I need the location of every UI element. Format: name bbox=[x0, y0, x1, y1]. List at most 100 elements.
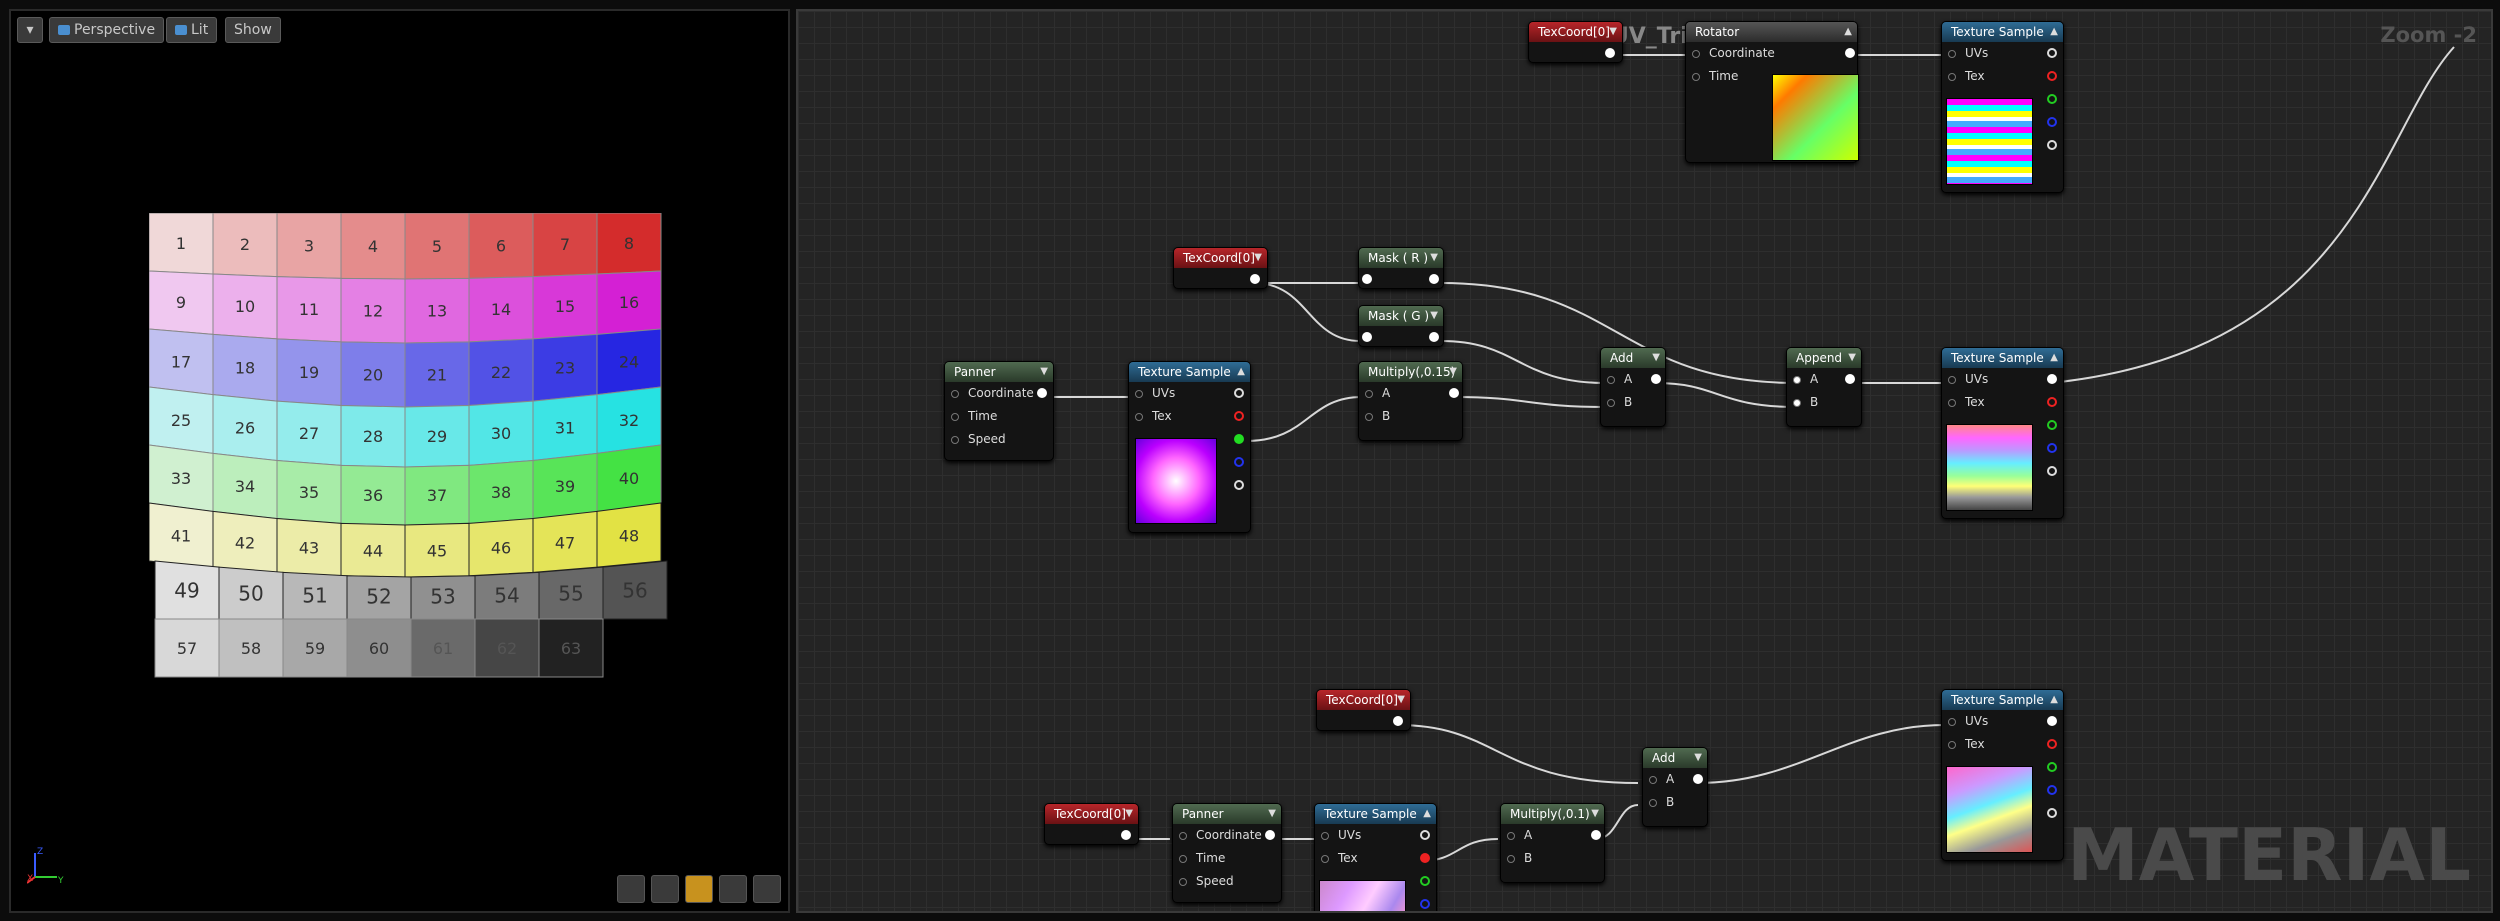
output-g-pin[interactable] bbox=[1420, 876, 1430, 886]
input-pin[interactable] bbox=[1362, 332, 1372, 342]
node-texcoord-a[interactable]: TexCoord[0]▼ bbox=[1173, 247, 1268, 289]
output-pin[interactable] bbox=[1037, 388, 1047, 398]
pin-b[interactable]: B bbox=[1607, 395, 1632, 409]
pin-coordinate[interactable]: Coordinate bbox=[1692, 46, 1775, 60]
output-r-pin[interactable] bbox=[2047, 71, 2057, 81]
node-texcoord-c[interactable]: TexCoord[0]▼ bbox=[1044, 803, 1139, 845]
output-rgb-pin[interactable] bbox=[1234, 388, 1244, 398]
show-button[interactable]: Show bbox=[225, 17, 281, 43]
node-panner[interactable]: Panner▼ Coordinate Time Speed bbox=[944, 361, 1054, 461]
pin-b[interactable]: B bbox=[1649, 795, 1674, 809]
output-pin[interactable] bbox=[1449, 388, 1459, 398]
node-texture-sample-top[interactable]: Texture Sample▲ UVs Tex bbox=[1941, 21, 2064, 193]
pin-time[interactable]: Time bbox=[1179, 851, 1225, 865]
output-g-pin[interactable] bbox=[2047, 94, 2057, 104]
output-r-pin[interactable] bbox=[1420, 853, 1430, 863]
output-a-pin[interactable] bbox=[2047, 140, 2057, 150]
node-mask-r[interactable]: Mask ( R )▼ bbox=[1358, 247, 1444, 289]
output-g-pin[interactable] bbox=[2047, 420, 2057, 430]
pin-uvs[interactable]: UVs bbox=[1948, 372, 1988, 386]
pin-a[interactable]: A bbox=[1649, 772, 1674, 786]
output-r-pin[interactable] bbox=[1234, 411, 1244, 421]
viewport-menu-button[interactable]: ▾ bbox=[17, 17, 43, 43]
grid-cell-label: 47 bbox=[555, 533, 575, 552]
output-b-pin[interactable] bbox=[1234, 457, 1244, 467]
output-pin[interactable] bbox=[1591, 830, 1601, 840]
pin-coordinate[interactable]: Coordinate bbox=[1179, 828, 1262, 842]
output-pin[interactable] bbox=[1693, 774, 1703, 784]
node-multiply-01[interactable]: Multiply(,0.1)▼ A B bbox=[1500, 803, 1605, 883]
pin-a[interactable]: A bbox=[1507, 828, 1532, 842]
output-rgb-pin[interactable] bbox=[1420, 830, 1430, 840]
node-rotator[interactable]: Rotator▲ Coordinate Time bbox=[1685, 21, 1859, 163]
output-pin[interactable] bbox=[1265, 830, 1275, 840]
output-b-pin[interactable] bbox=[2047, 443, 2057, 453]
node-multiply-015[interactable]: Multiply(,0.15)▼ A B bbox=[1358, 361, 1463, 441]
pin-uvs[interactable]: UVs bbox=[1948, 46, 1988, 60]
output-rgb-pin[interactable] bbox=[2047, 48, 2057, 58]
output-pin[interactable] bbox=[1393, 716, 1403, 726]
pin-uvs[interactable]: UVs bbox=[1135, 386, 1175, 400]
output-pin[interactable] bbox=[1845, 48, 1855, 58]
input-pin[interactable] bbox=[1362, 274, 1372, 284]
pin-a[interactable]: A bbox=[1607, 372, 1632, 386]
custom-mesh-preview-button[interactable] bbox=[753, 875, 781, 903]
pin-speed[interactable]: Speed bbox=[951, 432, 1006, 446]
pin-tex[interactable]: Tex bbox=[1135, 409, 1172, 423]
sphere-preview-button[interactable] bbox=[651, 875, 679, 903]
node-append[interactable]: Append▼ A B bbox=[1786, 347, 1862, 427]
output-g-pin[interactable] bbox=[1234, 434, 1244, 444]
node-panner-2[interactable]: Panner▼ Coordinate Time Speed bbox=[1172, 803, 1282, 903]
output-pin[interactable] bbox=[1429, 332, 1439, 342]
material-graph-editor[interactable]: M_UV_Tricks Zoom -2 MATERIAL TexCoord[0]… bbox=[796, 9, 2493, 913]
output-rgb-pin[interactable] bbox=[2047, 374, 2057, 384]
node-add[interactable]: Add▼ A B bbox=[1600, 347, 1666, 427]
node-mask-g[interactable]: Mask ( G )▼ bbox=[1358, 305, 1444, 347]
cylinder-preview-button[interactable] bbox=[617, 875, 645, 903]
pin-b[interactable]: B bbox=[1507, 851, 1532, 865]
pin-speed[interactable]: Speed bbox=[1179, 874, 1234, 888]
output-pin[interactable] bbox=[1651, 374, 1661, 384]
output-rgb-pin[interactable] bbox=[2047, 716, 2057, 726]
plane-preview-button[interactable] bbox=[685, 875, 713, 903]
pin-uvs[interactable]: UVs bbox=[1948, 714, 1988, 728]
node-texcoord-top[interactable]: TexCoord[0]▼ bbox=[1528, 21, 1623, 63]
pin-coordinate[interactable]: Coordinate bbox=[951, 386, 1034, 400]
output-r-pin[interactable] bbox=[2047, 397, 2057, 407]
lit-button[interactable]: Lit bbox=[166, 17, 218, 43]
output-a-pin[interactable] bbox=[1234, 480, 1244, 490]
node-texture-sample-mid[interactable]: Texture Sample▲ UVs Tex bbox=[1128, 361, 1251, 533]
node-texcoord-b[interactable]: TexCoord[0]▼ bbox=[1316, 689, 1411, 731]
pin-tex[interactable]: Tex bbox=[1948, 395, 1985, 409]
output-pin[interactable] bbox=[1250, 274, 1260, 284]
pin-tex[interactable]: Tex bbox=[1948, 737, 1985, 751]
pin-time[interactable]: Time bbox=[1692, 69, 1738, 83]
output-pin[interactable] bbox=[1605, 48, 1615, 58]
node-texture-sample-bottom-right[interactable]: Texture Sample▲ UVs Tex bbox=[1941, 689, 2064, 861]
output-pin[interactable] bbox=[1429, 274, 1439, 284]
pin-b[interactable]: B bbox=[1793, 395, 1818, 409]
output-a-pin[interactable] bbox=[2047, 466, 2057, 476]
pin-label: A bbox=[1624, 372, 1633, 386]
node-texture-sample-bottom[interactable]: Texture Sample▲ UVs Tex bbox=[1314, 803, 1437, 911]
output-r-pin[interactable] bbox=[2047, 739, 2057, 749]
pin-tex[interactable]: Tex bbox=[1948, 69, 1985, 83]
pin-time[interactable]: Time bbox=[951, 409, 997, 423]
pin-a[interactable]: A bbox=[1365, 386, 1390, 400]
output-b-pin[interactable] bbox=[2047, 785, 2057, 795]
output-pin[interactable] bbox=[1121, 830, 1131, 840]
node-add-2[interactable]: Add▼ A B bbox=[1642, 747, 1708, 827]
pin-tex[interactable]: Tex bbox=[1321, 851, 1358, 865]
output-g-pin[interactable] bbox=[2047, 762, 2057, 772]
cube-preview-button[interactable] bbox=[719, 875, 747, 903]
pin-b[interactable]: B bbox=[1365, 409, 1390, 423]
pin-uvs[interactable]: UVs bbox=[1321, 828, 1361, 842]
pin-a[interactable]: A bbox=[1793, 372, 1818, 386]
output-a-pin[interactable] bbox=[2047, 808, 2057, 818]
output-b-pin[interactable] bbox=[2047, 117, 2057, 127]
node-texture-sample-right[interactable]: Texture Sample▲ UVs Tex bbox=[1941, 347, 2064, 519]
perspective-button[interactable]: Perspective bbox=[49, 17, 165, 43]
output-pin[interactable] bbox=[1845, 374, 1855, 384]
output-b-pin[interactable] bbox=[1420, 899, 1430, 909]
